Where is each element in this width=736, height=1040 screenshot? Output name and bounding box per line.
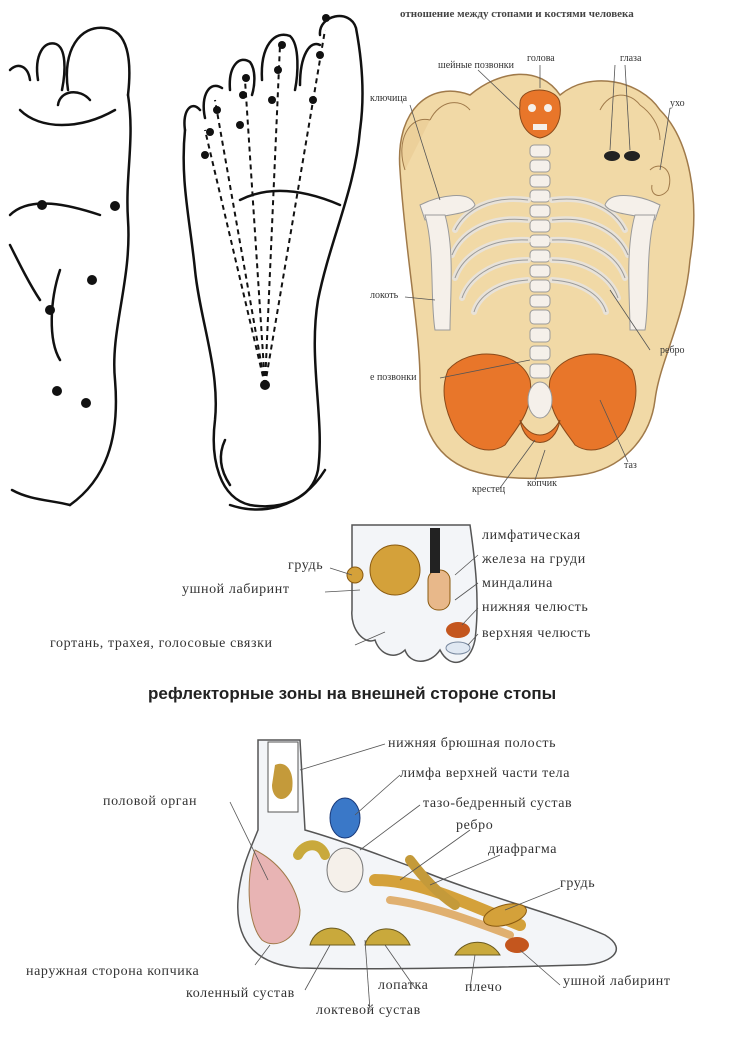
label-elbow: локоть [370,290,399,301]
skeleton-foot [398,64,695,489]
label-lower-jaw: нижняя челюсть [482,600,589,615]
center-foot-points [201,14,330,390]
label-collarbone: ключица [370,93,408,104]
center-foot-meridians [204,29,326,386]
label-upper-jaw: верхняя челюсть [482,626,592,641]
label-larynx: гортань, трахея, голосовые связки [50,636,273,651]
label-lymph2: железа на груди [482,552,586,567]
left-foot-outline [8,26,132,507]
label-ear: ухо [670,98,685,109]
label-genital: половой орган [103,794,198,809]
left-foot-points [37,200,120,408]
center-foot-outline [182,14,364,511]
label-shoulder: плечо [465,980,503,995]
skeleton-title: отношение между стопами и костями челове… [400,8,634,20]
label-diaphragm: диафрагма [488,842,558,857]
label-pelvis: таз [624,460,637,471]
label-eyes: глаза [620,53,642,64]
label-neck-vertebrae: шейные позвонки [438,60,515,71]
label-sacrum: крестец [472,484,506,495]
label-tonsil: миндалина [482,576,553,591]
label-elbow-joint: локтевой сустав [316,1003,421,1018]
label-ear-labyrinth-top: ушной лабиринт [182,582,290,597]
label-rib: ребро [660,345,685,356]
label-coccyx: копчик [527,478,557,489]
label-knee: коленный сустав [186,986,295,1001]
label-lymph-upper: лимфа верхней части тела [400,766,571,781]
label-shoulder-blade: лопатка [378,978,429,993]
label-lymph: лимфатическая [482,528,581,543]
label-hip-joint: тазо-бедренный сустав [423,796,573,811]
label-rib-bottom: ребро [456,818,494,833]
label-head: голова [527,53,555,64]
label-lower-abdomen: нижняя брюшная полость [388,736,557,751]
side-foot [229,739,618,1011]
label-vertebrae: е позвонки [370,372,417,383]
label-chest-bottom: грудь [560,876,596,891]
label-ear-labyrinth-bottom: ушной лабиринт [563,974,671,989]
label-chest-top: грудь [288,558,324,573]
outer-foot-title: рефлекторные зоны на внешней стороне сто… [148,684,557,703]
middle-foot [324,524,479,664]
label-coccyx-outer: наружная сторона копчика [26,964,200,979]
